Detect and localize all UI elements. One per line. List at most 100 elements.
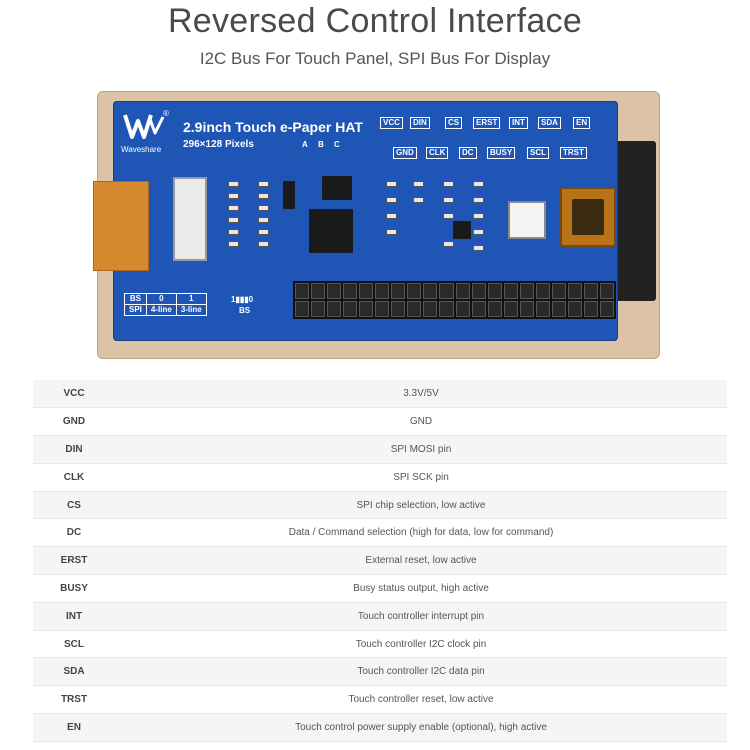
bs-value-0: 0 (145, 293, 177, 305)
pin-label-erst: ERST (473, 117, 501, 129)
bs-value-1: 1 (175, 293, 207, 305)
page-title: Reversed Control Interface (167, 2, 583, 40)
pin-label-din: DIN (410, 117, 430, 129)
bs-jumper: 1▮▮▮0 (231, 295, 254, 304)
pin-desc: Touch controller I2C data pin (115, 657, 727, 687)
smd-part (228, 181, 239, 187)
pin-desc: Touch control power supply enable (optio… (115, 713, 727, 742)
bs-3line: 3-line (175, 304, 207, 316)
smd-part (228, 241, 239, 247)
smd-part (386, 213, 397, 219)
gpio-header (293, 281, 616, 319)
smd-part (473, 245, 484, 251)
hat-board: ® Waveshare 2.9inch Touch e-Paper HAT 29… (93, 101, 618, 341)
pin-name: ERST (33, 546, 115, 576)
pin-label-clk: CLK (426, 147, 449, 159)
ffc-cable (93, 181, 149, 271)
pin-name: VCC (33, 380, 115, 409)
level-shifter-chip (309, 209, 353, 253)
pin-label-int: INT (509, 117, 528, 129)
pin-name: DC (33, 518, 115, 548)
pin-label-cs: CS (445, 117, 463, 129)
regulator-chip (322, 176, 352, 200)
pin-label-en: EN (573, 117, 591, 129)
bs-switch-label: BS (239, 306, 251, 315)
smd-part (228, 229, 239, 235)
smd-part (386, 229, 397, 235)
pin-desc: SPI SCK pin (115, 463, 727, 492)
smd-part (443, 213, 454, 219)
transistor-chip (453, 221, 471, 239)
pin-desc: Busy status output, high active (115, 574, 727, 603)
pin-desc: Touch controller I2C clock pin (115, 630, 727, 659)
pin-desc: SPI chip selection, low active (115, 491, 727, 520)
touch-chip-die (572, 199, 604, 235)
pin-label-gnd: GND (393, 147, 417, 159)
smd-part (473, 213, 484, 219)
smd-part (258, 229, 269, 235)
capacitor-chip (283, 181, 295, 209)
jumper-label-a: A (302, 140, 308, 149)
pin-name: GND (33, 407, 115, 437)
pin-name: DIN (33, 435, 115, 464)
pin-desc: Touch controller reset, low active (115, 685, 727, 715)
registered-mark: ® (163, 109, 169, 118)
bs-spi-label: SPI (124, 304, 147, 316)
page-subtitle: I2C Bus For Touch Panel, SPI Bus For Dis… (199, 49, 551, 68)
pin-label-dc: DC (459, 147, 477, 159)
smd-part (258, 205, 269, 211)
smd-part (386, 197, 397, 203)
smd-part (443, 241, 454, 247)
bs-4line: 4-line (145, 304, 177, 316)
board-title: 2.9inch Touch e-Paper HAT (183, 119, 363, 135)
jumper-label-b: B (318, 140, 324, 149)
smd-part (258, 193, 269, 199)
pin-desc: GND (115, 407, 727, 437)
pin-name: EN (33, 713, 115, 742)
pin-label-scl: SCL (527, 147, 549, 159)
eink-panel-edge (616, 141, 656, 301)
pin-name: TRST (33, 685, 115, 715)
pin-name: SDA (33, 657, 115, 687)
bs-jumper-right: 0 (248, 295, 254, 304)
pin-name: CS (33, 491, 115, 520)
pin-desc: External reset, low active (115, 546, 727, 576)
smd-part (443, 197, 454, 203)
bs-header: BS (124, 293, 147, 305)
smd-part (228, 193, 239, 199)
smd-part (258, 181, 269, 187)
smd-part (258, 241, 269, 247)
pin-label-trst: TRST (560, 147, 587, 159)
smd-part (473, 181, 484, 187)
smd-part (228, 217, 239, 223)
smd-part (473, 197, 484, 203)
waveshare-logo-icon (123, 111, 165, 141)
pin-label-vcc: VCC (380, 117, 403, 129)
pin-name: BUSY (33, 574, 115, 603)
brand-name: Waveshare (121, 145, 162, 154)
pin-desc: SPI MOSI pin (115, 435, 727, 464)
board-resolution: 296×128 Pixels (183, 139, 254, 150)
bs-jumper-left: 1 (231, 295, 236, 304)
jumper-label-c: C (334, 140, 340, 149)
smd-part (473, 229, 484, 235)
smd-part (386, 181, 397, 187)
product-photo: ® Waveshare 2.9inch Touch e-Paper HAT 29… (93, 91, 660, 359)
smd-part (258, 217, 269, 223)
ffc-connector (173, 177, 207, 261)
bs-mode-table: BS 0 1 SPI 4-line 3-line (124, 293, 207, 316)
pin-desc: Touch controller interrupt pin (115, 602, 727, 631)
smd-part (443, 181, 454, 187)
pin-name: SCL (33, 630, 115, 659)
